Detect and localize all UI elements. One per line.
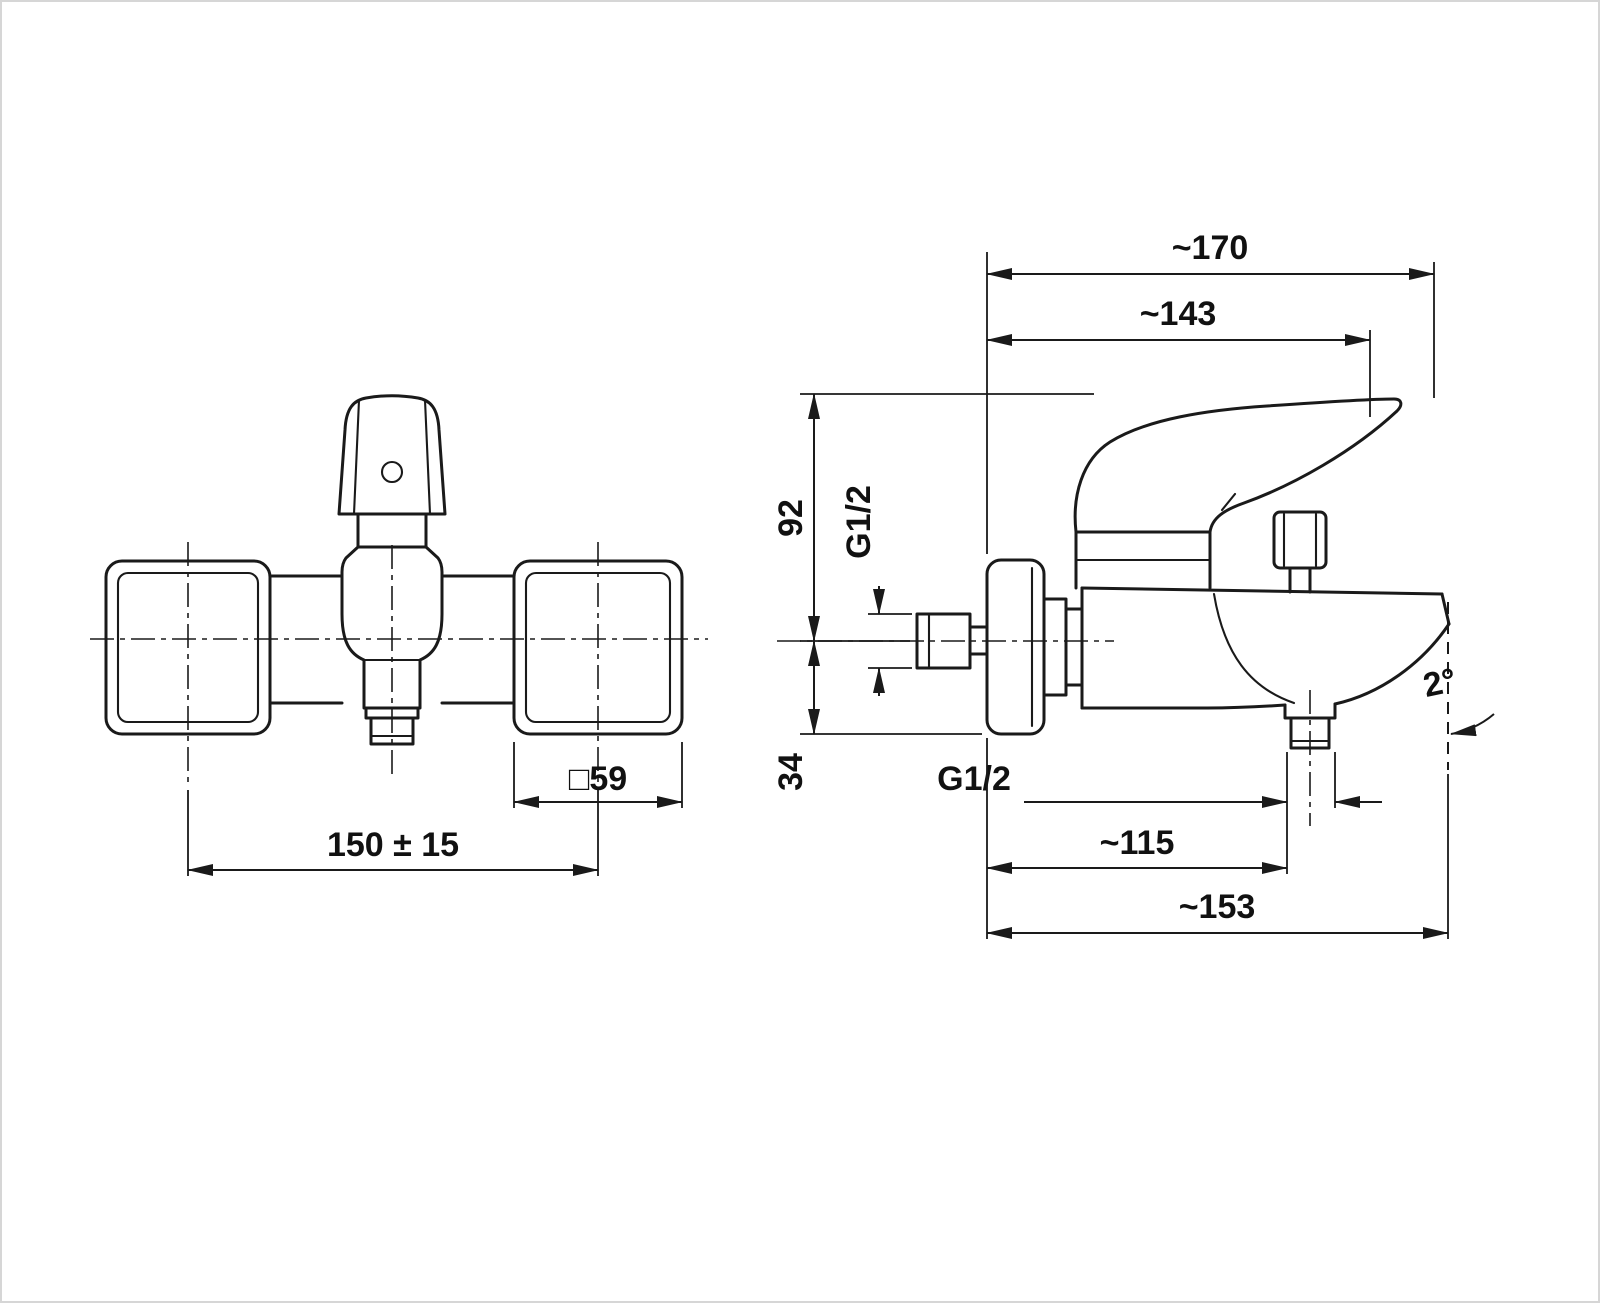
side-view-left-dimensions: 92 34 G1/2 bbox=[772, 393, 1094, 791]
dim-label-upper-height: 92 bbox=[772, 499, 810, 537]
dim-label-overall-length: ~170 bbox=[1172, 229, 1249, 267]
side-view-angle-annotation: 2° bbox=[1420, 602, 1495, 770]
dim-label-outlet-thread: G1/2 bbox=[937, 760, 1011, 798]
side-view-top-dimensions: ~170 ~143 bbox=[986, 229, 1435, 554]
side-view-inlet-connector bbox=[915, 612, 989, 670]
front-view-body-bar bbox=[268, 574, 516, 705]
dim-label-inlet-thread: G1/2 bbox=[840, 485, 878, 559]
dim-label-tilt-angle: 2° bbox=[1420, 661, 1460, 705]
side-view-diverter-knob bbox=[1272, 510, 1328, 594]
front-view-dimensions: □59 150 ± 15 bbox=[187, 742, 683, 876]
dim-label-lower-height: 34 bbox=[772, 753, 810, 791]
front-view-right-flange bbox=[512, 559, 684, 736]
side-view-flange bbox=[985, 558, 1084, 736]
side-view-bottom-dimensions: G1/2 ~115 ~153 bbox=[937, 738, 1449, 939]
front-view-left-flange bbox=[104, 559, 272, 736]
side-view-handle bbox=[1073, 397, 1403, 534]
dim-label-hole-spacing: 150 ± 15 bbox=[327, 826, 459, 864]
dim-label-lower-length: ~153 bbox=[1179, 888, 1256, 926]
front-view-body bbox=[340, 545, 444, 710]
side-view: 2° ~170 ~143 92 34 G1/2 G1/2 bbox=[772, 229, 1495, 939]
front-view: □59 150 ± 15 bbox=[90, 394, 708, 876]
side-view-body bbox=[1074, 530, 1451, 710]
dim-label-outlet-distance: ~115 bbox=[1100, 824, 1175, 862]
front-view-handle bbox=[337, 394, 447, 549]
front-view-centerlines bbox=[90, 542, 708, 786]
front-view-outlet bbox=[364, 706, 420, 746]
side-view-outlet bbox=[1283, 702, 1337, 750]
dim-label-body-length: ~143 bbox=[1140, 295, 1217, 333]
